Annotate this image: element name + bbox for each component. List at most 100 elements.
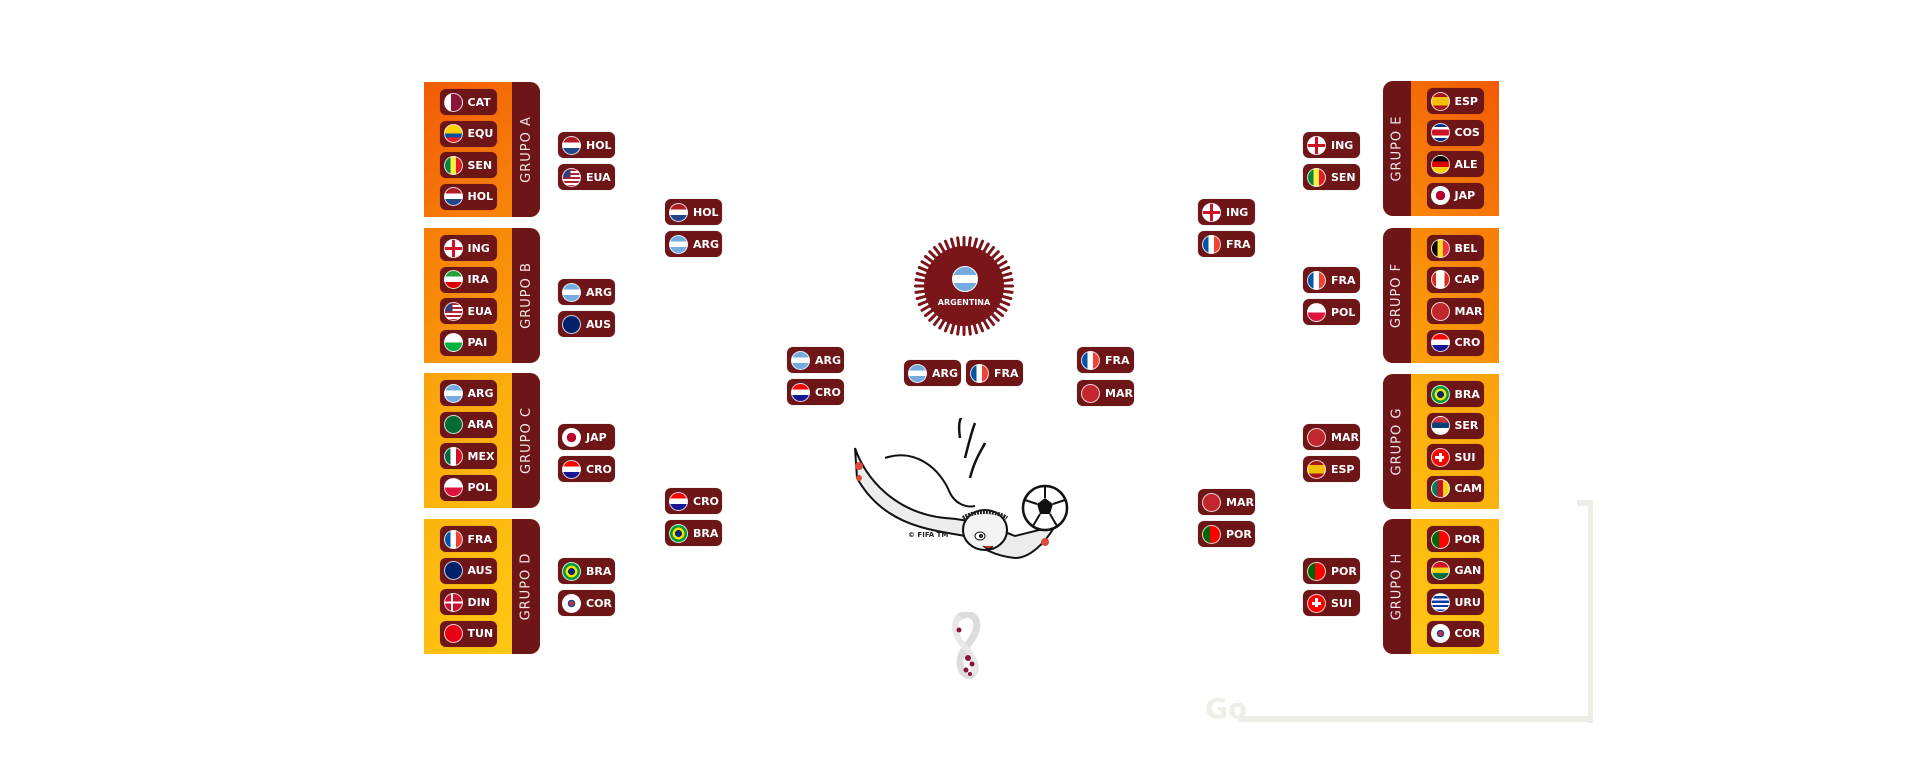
qf-right-por[interactable]: POR [1198,521,1255,547]
group-h-label-bar: GRUPO H [1383,519,1411,654]
group-d-team-din[interactable]: DIN [439,589,497,616]
group-a-team-equ[interactable]: EQU [439,120,497,147]
team-code: MEX [467,449,495,463]
sf-right-mar[interactable]: MAR [1077,380,1134,406]
team-code: BEL [1454,241,1478,255]
qf-left-hol[interactable]: HOL [665,199,722,225]
group-d-team-aus[interactable]: AUS [439,557,497,584]
r16-right-sui[interactable]: SUI [1303,590,1360,616]
team-code: SEN [467,158,493,172]
team-code: FRA [467,532,493,546]
qf-right-mar[interactable]: MAR [1198,489,1255,515]
group-e-team-ale[interactable]: ALE [1426,151,1484,178]
group-c-team-ara[interactable]: ARA [439,411,497,438]
group-b-team-ira[interactable]: IRA [439,266,497,293]
group-h-team-cor[interactable]: COR [1426,620,1484,647]
team-code: PAI [467,336,488,350]
group-c-team-mex[interactable]: MEX [439,443,497,470]
r16-left-bra[interactable]: BRA [558,558,615,584]
group-g-team-sui[interactable]: SUI [1426,444,1484,471]
group-g-team-cam[interactable]: CAM [1426,475,1484,502]
group-g-team-ser[interactable]: SER [1426,412,1484,439]
group-b: ING IRA EUA PAI GRUPO B [424,228,540,363]
group-b-team-ing[interactable]: ING [439,235,497,261]
qf-left-arg[interactable]: ARG [665,231,722,257]
group-h-team-uru[interactable]: URU [1426,589,1484,616]
r16-right-fra[interactable]: FRA [1303,267,1360,293]
morocco-flag-icon [1430,301,1450,321]
final-arg[interactable]: ARG [904,360,961,386]
team-code: AUS [586,317,612,331]
group-h-team-gan[interactable]: GAN [1426,557,1484,584]
tunisia-flag-icon [443,624,463,644]
watermark-vertical-line [1588,505,1593,723]
r16-left-arg[interactable]: ARG [558,279,615,305]
group-a-team-cat[interactable]: CAT [439,89,497,115]
group-g-team-bra[interactable]: BRA [1426,381,1484,407]
uruguay-flag-icon [1430,592,1450,612]
r16-left-jap[interactable]: JAP [558,424,615,450]
r16-left-cro[interactable]: CRO [558,456,615,482]
iran-flag-icon [443,270,463,290]
group-d-team-tun[interactable]: TUN [439,620,497,647]
team-code: ING [467,241,490,255]
morocco-flag-icon [1202,492,1221,512]
qf-left-bra[interactable]: BRA [665,520,722,546]
mexico-flag-icon [443,446,463,466]
team-code: MAR [1105,386,1133,400]
group-c-team-arg[interactable]: ARG [439,380,497,406]
spain-flag-icon [1307,459,1326,479]
team-code: ARA [467,418,494,432]
group-h-label: GRUPO H [1389,552,1405,621]
group-a-label-bar: GRUPO A [512,82,540,217]
team-code: EUA [467,304,493,318]
team-code: FRA [1331,273,1356,287]
r16-right-pol[interactable]: POL [1303,299,1360,325]
group-f-team-bel[interactable]: BEL [1426,235,1484,261]
group-f-team-mar[interactable]: MAR [1426,298,1484,325]
team-code: POL [467,481,492,495]
group-e-label: GRUPO E [1389,115,1405,182]
r16-right-mar[interactable]: MAR [1303,424,1360,450]
r16-right-esp[interactable]: ESP [1303,456,1360,482]
r16-left-aus[interactable]: AUS [558,311,615,337]
argentina-flag-icon [443,383,463,403]
group-e-team-cos[interactable]: COS [1426,119,1484,146]
group-b-team-eua[interactable]: EUA [439,298,497,325]
sf-left-arg[interactable]: ARG [787,347,844,373]
watermark-text: Go [1205,692,1248,725]
saudi-arabia-flag-icon [443,415,463,435]
r16-right-ing[interactable]: ING [1303,132,1360,158]
final-fra[interactable]: FRA [966,360,1023,386]
group-e-team-jap[interactable]: JAP [1426,182,1484,209]
group-c-team-pol[interactable]: POL [439,474,497,501]
sf-right-fra[interactable]: FRA [1077,347,1134,373]
sf-left-cro[interactable]: CRO [787,379,844,405]
argentina-flag-icon [908,363,927,383]
team-code: HOL [586,138,612,152]
group-b-team-pai[interactable]: PAI [439,329,497,356]
france-flag-icon [1081,350,1100,370]
group-e-team-esp[interactable]: ESP [1426,88,1484,114]
r16-left-hol[interactable]: HOL [558,132,615,158]
r16-left-cor[interactable]: COR [558,590,615,616]
qf-right-fra[interactable]: FRA [1198,231,1255,257]
group-f-team-cro[interactable]: CRO [1426,329,1484,356]
group-a-team-hol[interactable]: HOL [439,183,497,210]
group-f-team-cap[interactable]: CAP [1426,266,1484,293]
group-a-team-sen[interactable]: SEN [439,152,497,179]
qatar-flag-icon [443,92,463,112]
group-d-team-fra[interactable]: FRA [439,526,497,552]
spain-flag-icon [1430,91,1450,111]
group-b-label-bar: GRUPO B [512,228,540,363]
group-h-team-por[interactable]: POR [1426,526,1484,552]
qf-left-cro[interactable]: CRO [665,488,722,514]
r16-right-por[interactable]: POR [1303,558,1360,584]
r16-left-eua[interactable]: EUA [558,164,615,190]
senegal-flag-icon [443,155,463,175]
qf-right-ing[interactable]: ING [1198,199,1255,225]
korea-flag-icon [562,593,581,613]
team-code: POL [1331,305,1356,319]
group-h: POR GAN URU COR GRUPO H [1383,519,1499,654]
r16-right-sen[interactable]: SEN [1303,164,1360,190]
